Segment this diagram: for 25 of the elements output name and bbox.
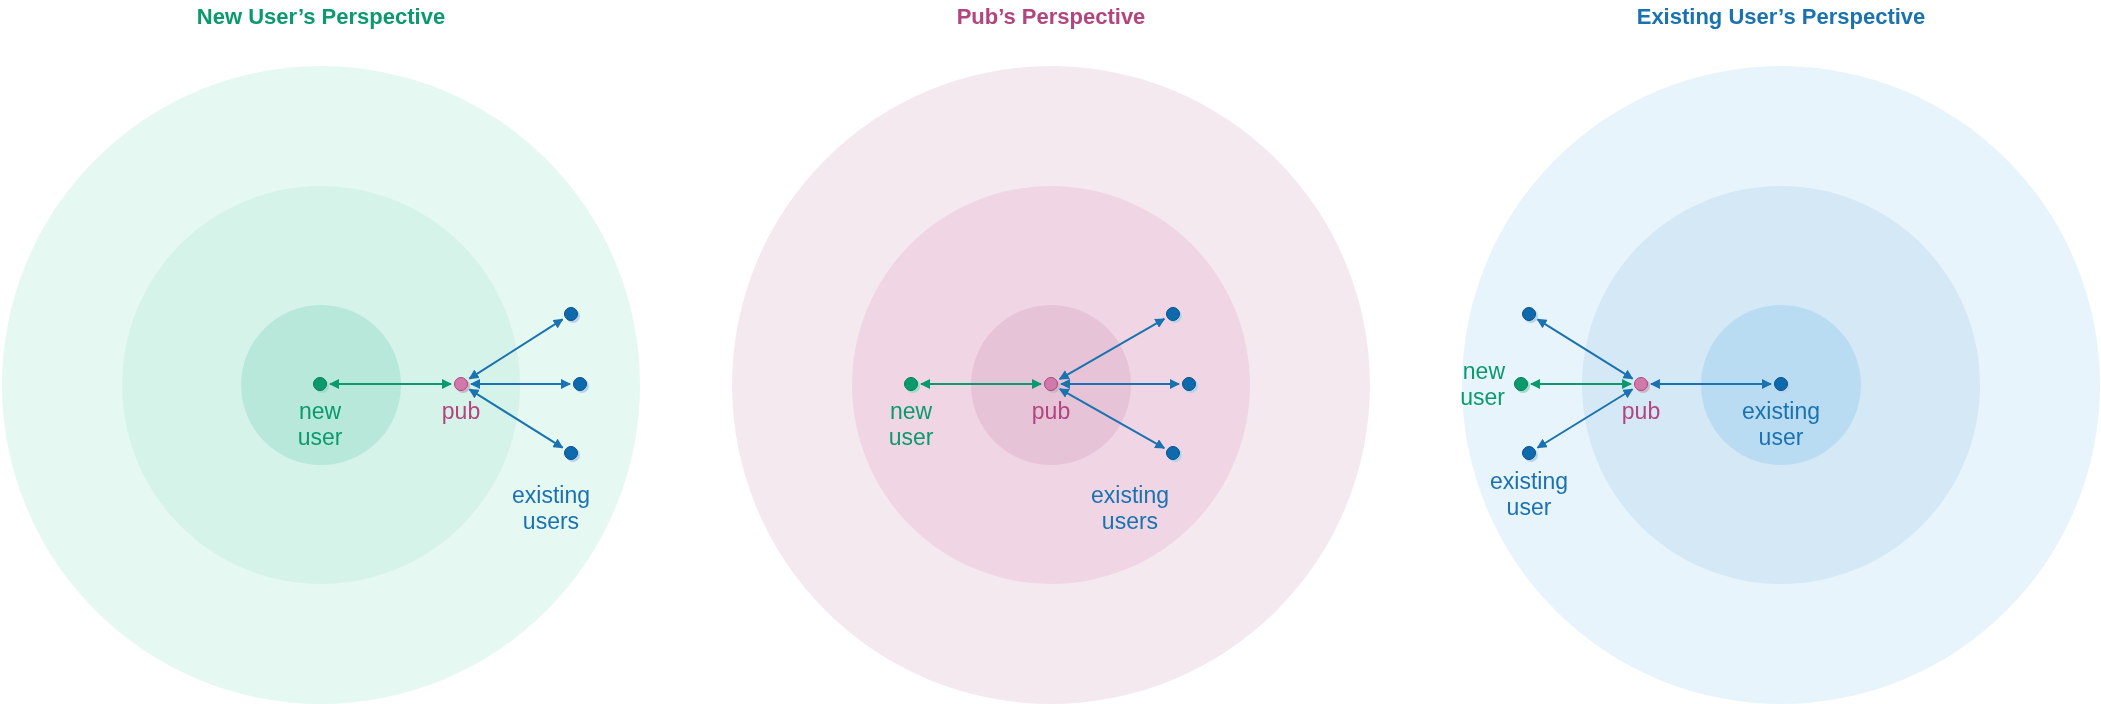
double-arrow bbox=[470, 379, 571, 389]
panel-heading: New User’s Perspective bbox=[195, 4, 447, 30]
double-arrow bbox=[1536, 388, 1634, 449]
node-label: pub bbox=[1031, 398, 1071, 424]
double-arrow bbox=[1536, 318, 1634, 380]
node-label: existing users bbox=[512, 482, 590, 534]
double-arrow bbox=[468, 318, 564, 380]
panel-heading: Existing User’s Perspective bbox=[1635, 4, 1927, 30]
double-arrow bbox=[329, 379, 452, 389]
double-arrow bbox=[468, 388, 564, 449]
node-label: pub bbox=[441, 398, 481, 424]
node-label: pub bbox=[1621, 398, 1661, 424]
node-label: existing user bbox=[1742, 398, 1820, 450]
node-label: new user bbox=[1460, 358, 1505, 410]
double-arrow bbox=[1530, 379, 1632, 389]
double-arrow bbox=[1058, 387, 1166, 450]
double-arrow bbox=[1058, 318, 1166, 380]
node-label: existing users bbox=[1091, 482, 1169, 534]
panel-heading: Pub’s Perspective bbox=[955, 4, 1147, 30]
node-label: existing user bbox=[1490, 468, 1568, 520]
node-label: new user bbox=[297, 398, 343, 450]
double-arrow bbox=[1060, 379, 1180, 389]
double-arrow bbox=[920, 379, 1042, 389]
double-arrow bbox=[1650, 379, 1772, 389]
node-label: new user bbox=[888, 398, 934, 450]
